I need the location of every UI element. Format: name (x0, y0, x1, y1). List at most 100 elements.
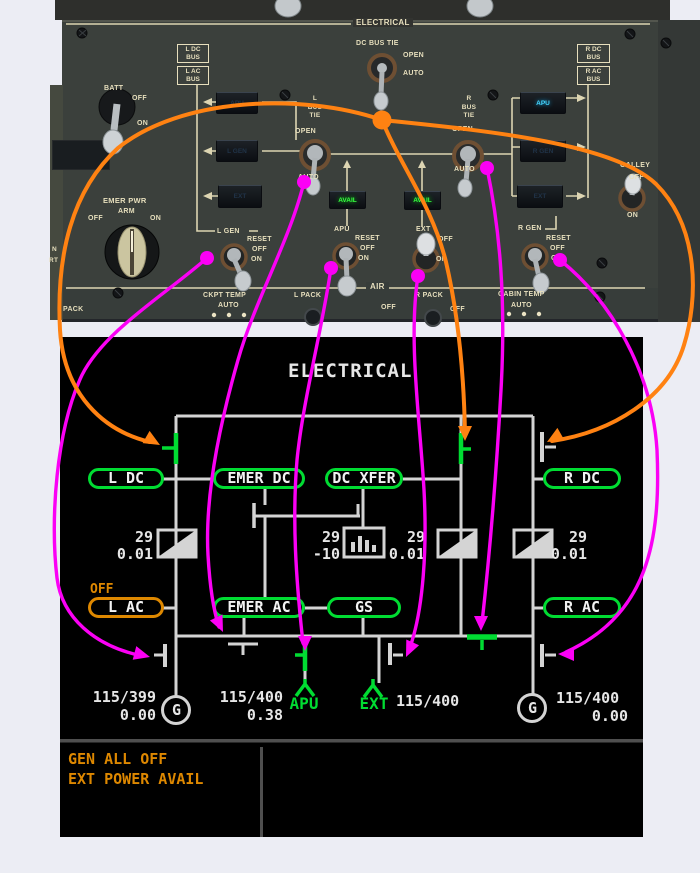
upper-strip-toggle[interactable] (274, 0, 494, 18)
r-pack-label: R PACK (415, 292, 444, 299)
left-gen-letter: G (171, 701, 182, 719)
right-gen-value: 115/400 (556, 689, 620, 707)
apu-load: 0.38 (246, 706, 283, 724)
right-gen-letter: G (527, 699, 538, 717)
r-gen-switch-label: R GEN (518, 225, 542, 232)
l-gen-toggle[interactable] (220, 243, 252, 292)
r-gen-reset-label: RESET (546, 235, 571, 242)
emer-pwr-arm-label: ARM (118, 208, 135, 215)
l-bus-tie-open-label: OPEN (295, 128, 317, 135)
right-gen-load: 0.00 (591, 707, 628, 725)
ckpt-temp-label: CKPT TEMP (203, 292, 247, 299)
l-dc-bus-placard: L DC BUS (177, 44, 209, 63)
apu-source-icon (294, 679, 316, 698)
batt-label: BATT (104, 85, 124, 92)
ext-annunciator-left[interactable]: EXT (218, 185, 262, 208)
r-bus-tie-auto-label: AUTO (454, 166, 475, 173)
battery-charge-bars (351, 536, 376, 552)
r-gen-annunciator[interactable]: R GEN (520, 140, 566, 162)
ext-value: 115/400 (396, 692, 460, 710)
apu-on-label: ON (358, 255, 370, 262)
l-pack-off-label: OFF (381, 304, 396, 311)
ext-toggle[interactable] (412, 232, 440, 273)
galley-on-label: ON (627, 212, 639, 219)
batt-on-label: ON (137, 120, 149, 127)
left-gen-value: 115/399 (92, 688, 156, 706)
bus-label-gs: GS (327, 597, 401, 618)
l-ac-off-flag: OFF (90, 582, 114, 597)
dc-bus-tie-toggle[interactable] (367, 53, 397, 111)
bus-label-emer-dc: EMER DC (213, 468, 305, 489)
display-title: ELECTRICAL (288, 360, 413, 382)
dc-bus-tie-auto-label: AUTO (403, 70, 424, 77)
ext-off-label: OFF (438, 236, 453, 243)
l-gen-off-label: OFF (252, 246, 267, 253)
batt-toggle[interactable] (98, 88, 136, 155)
apu-off-label: OFF (360, 245, 375, 252)
apu-annunciator-left[interactable]: APU (216, 92, 258, 114)
battery-volts: 29 (321, 528, 340, 546)
avail-annunciator-apu[interactable]: AVAIL (329, 191, 366, 209)
l-ac-bus-placard: L AC BUS (177, 66, 209, 85)
tru-center-amps: 0.01 (388, 545, 425, 563)
eicas-message-2: EXT POWER AVAIL (68, 770, 204, 788)
r-bus-tie-open-label: OPEN (452, 126, 474, 133)
pack-knob[interactable] (304, 308, 442, 327)
emer-pwr-rotary[interactable] (104, 224, 160, 280)
dc-bus-tie-label: DC BUS TIE (356, 40, 399, 47)
bus-label-r-dc: R DC (543, 468, 621, 489)
ext-switch-label: EXT (416, 226, 431, 233)
bus-label-dc-xfer: DC XFER (325, 468, 403, 489)
ext-label: EXT (359, 694, 389, 713)
left-generator-icon (161, 695, 191, 725)
edge-label-pack: PACK (63, 306, 84, 313)
right-generator-icon (517, 693, 547, 723)
ext-annunciator-right[interactable]: EXT (517, 185, 563, 208)
r-pack-off-label: OFF (450, 306, 465, 313)
l-bus-tie-knob[interactable] (299, 139, 331, 196)
eicas-electrical-display: ELECTRICAL L DC EMER DC DC XFER R DC OFF… (60, 337, 643, 837)
r-bus-tie-label: R BUS TIE (461, 95, 477, 119)
tru-right-amps: 0.01 (550, 545, 587, 563)
r-gen-off-label: OFF (550, 245, 565, 252)
apu-label: APU (289, 694, 319, 713)
upper-panel-strip (55, 0, 670, 20)
ckpt-temp-auto-label: AUTO (218, 302, 239, 309)
battery-amps: -10 (312, 545, 340, 563)
avail-annunciator-ext[interactable]: AVAIL (404, 191, 441, 210)
l-pack-label: L PACK (294, 292, 322, 299)
dc-bus-tie-open-label: OPEN (403, 52, 425, 59)
emer-pwr-label: EMER PWR (103, 196, 147, 205)
edge-label-rt: RT (49, 257, 59, 264)
r-dc-bus-placard: R DC BUS (577, 44, 610, 63)
l-gen-on-label: ON (251, 256, 263, 263)
cabin-temp-auto-label: AUTO (511, 302, 532, 309)
galley-off-label: OFF (629, 174, 644, 181)
air-section-label: AIR (366, 282, 389, 291)
emer-pwr-on-label: ON (150, 215, 162, 222)
edge-label-n: N (52, 246, 57, 253)
temp-led (211, 311, 542, 318)
tru-center-volts: 29 (406, 528, 425, 546)
ext-source-icon (362, 679, 384, 699)
panel-section-title: ELECTRICAL (353, 18, 413, 27)
tru-left-volts: 29 (134, 528, 153, 546)
apu-switch-label: APU (334, 226, 350, 233)
r-gen-toggle[interactable] (521, 243, 550, 294)
emer-pwr-off-label: OFF (88, 215, 103, 222)
tru-right-volts: 29 (568, 528, 587, 546)
galley-label: GALLEY (620, 162, 651, 169)
bus-label-l-dc: L DC (88, 468, 164, 489)
message-divider (260, 747, 263, 837)
message-separator (60, 739, 643, 743)
l-gen-annunciator[interactable]: L GEN (216, 140, 258, 162)
l-bus-tie-auto-label: AUTO (298, 174, 319, 181)
left-gen-load: 0.00 (119, 706, 156, 724)
apu-reset-label: RESET (355, 235, 380, 242)
r-gen-on-label: ON (551, 255, 563, 262)
bus-label-l-ac: L AC (88, 597, 164, 618)
battery-icon (342, 526, 386, 559)
cabin-temp-label: CABIN TEMP (498, 291, 545, 298)
apu-annunciator-right[interactable]: APU (520, 92, 566, 114)
